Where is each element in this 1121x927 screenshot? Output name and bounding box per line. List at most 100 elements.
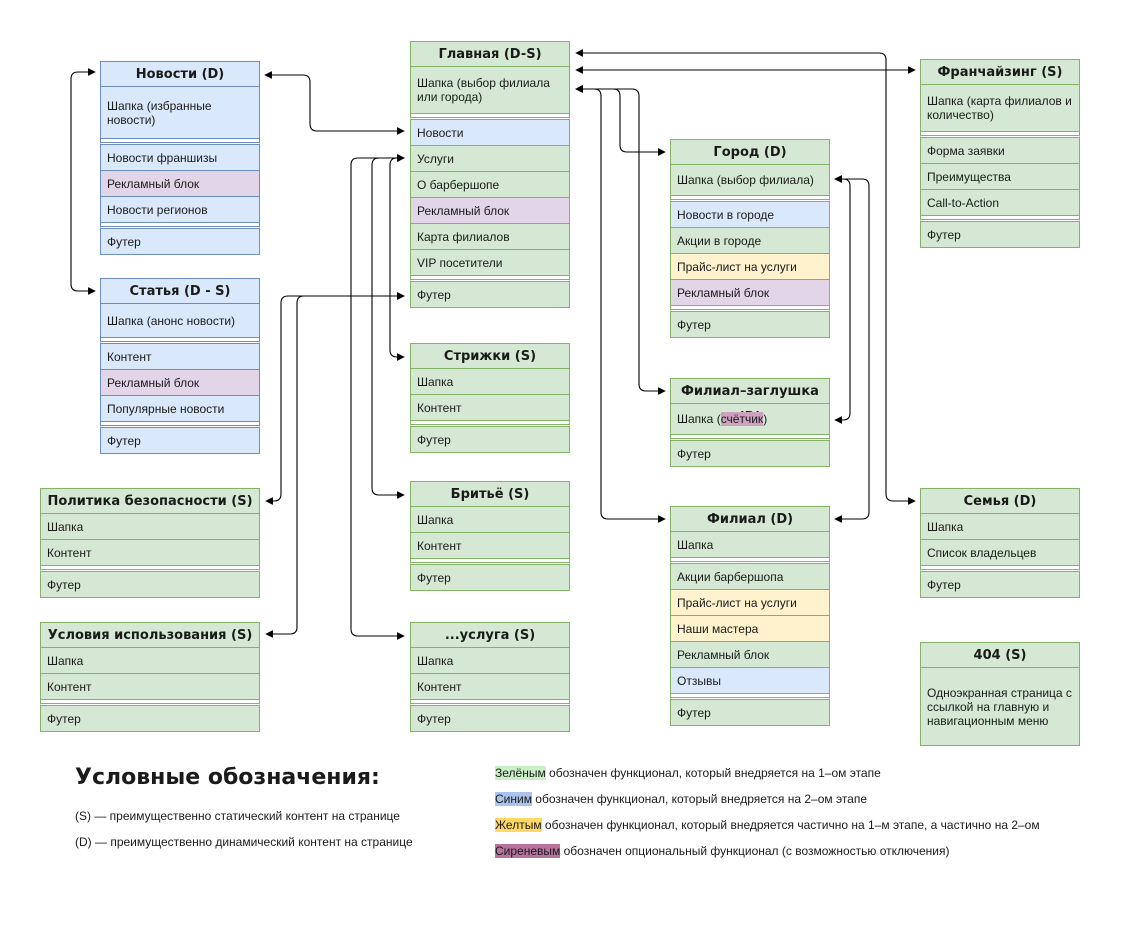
table-row: Футер (670, 312, 830, 338)
link-gorod-filial (834, 175, 870, 523)
row-text: Шапка (677, 537, 714, 552)
table-row: Рекламный блок (670, 642, 830, 668)
table-row: Футер (40, 706, 260, 732)
row-text: Шапка (карта филиалов и количество) (927, 94, 1072, 122)
row-text: Рекламный блок (107, 375, 200, 390)
table-row: Новости в городе (670, 202, 830, 228)
row-text: Контент (417, 538, 462, 553)
table-row: Шапка (избранные новости) (100, 87, 260, 139)
table-title: Статья (D - S) (100, 278, 260, 304)
table-row: Отзывы (670, 668, 830, 694)
table-row: Шапка (40, 648, 260, 674)
table-row: Шапка (анонс новости) (100, 304, 260, 338)
row-text: Шапка ( (677, 412, 721, 426)
table-row: Прайс-лист на услуги (670, 254, 830, 280)
link-main-filial (575, 85, 666, 523)
row-text: Наши мастера (677, 621, 759, 636)
row-text: Футер (47, 577, 81, 592)
table-novosti[interactable]: Новости (D)Шапка (избранные новости)Ново… (100, 61, 260, 255)
section-divider (100, 338, 260, 344)
row-text: Футер (107, 234, 141, 249)
table-row: Футер (410, 706, 570, 732)
table-title: Франчайзинг (S) (920, 59, 1080, 85)
row-text: Футер (677, 317, 711, 332)
legend-swatch-purple: Сиреневым (495, 844, 561, 858)
table-row: Шапка (410, 648, 570, 674)
table-statya[interactable]: Статья (D - S)Шапка (анонс новости) Конте… (100, 278, 260, 454)
row-text: Шапка (избранные новости) (107, 98, 212, 127)
legend-text: обозначен функционал, который внедряется… (531, 792, 868, 806)
legend-swatch-blue: Синим (495, 792, 532, 806)
section-divider (920, 132, 1080, 138)
row-text: Шапка (417, 512, 454, 527)
table-glavnaya[interactable]: Главная (D-S)Шапка (выбор филиала или го… (410, 41, 570, 308)
table-404[interactable]: 404 (S)Одноэкранная страница с ссылкой н… (920, 642, 1080, 746)
section-divider (410, 421, 570, 427)
row-text: Шапка (47, 653, 84, 668)
row-text: О барбершопе (417, 177, 500, 192)
link-news-main (264, 71, 405, 135)
row-text: Популярные новости (107, 401, 225, 416)
row-text: Рекламный блок (417, 203, 510, 218)
legend-title: Условные обозначения: (75, 765, 380, 790)
table-zaglushka[interactable]: Филиал–заглушка (D)Шапка (счётчик)Футер (670, 378, 830, 467)
row-text: Футер (927, 227, 961, 242)
table-title: Политика безопасности (S) (40, 488, 260, 514)
table-row: Рекламный блок (670, 280, 830, 306)
row-text: Новости франшизы (107, 150, 218, 165)
table-row: Футер (410, 282, 570, 308)
link-footer-politika (265, 292, 405, 505)
table-row: Новости регионов (100, 197, 260, 223)
legend-item-blue: Синим обозначен функционал, который внед… (495, 792, 867, 806)
table-row: Карта филиалов (410, 224, 570, 250)
table-row: Популярные новости (100, 396, 260, 422)
table-row: Контент (40, 540, 260, 566)
section-divider (410, 276, 570, 282)
section-divider (40, 700, 260, 706)
link-main-gorod (575, 85, 666, 156)
row-text: Прайс-лист на услуги (677, 595, 797, 610)
row-text: Рекламный блок (677, 647, 770, 662)
link-main-usluga (350, 154, 405, 640)
section-divider (410, 114, 570, 120)
section-divider (670, 435, 830, 441)
table-title: Условия использования (S) (40, 622, 260, 648)
section-divider (670, 196, 830, 202)
section-divider (920, 216, 1080, 222)
table-row: Контент (410, 533, 570, 559)
table-row: Форма заявки (920, 138, 1080, 164)
legend-static: (S) — преимущественно статический контен… (75, 809, 400, 823)
row-text: Футер (417, 432, 451, 447)
table-row: Контент (100, 344, 260, 370)
row-text: Контент (417, 400, 462, 415)
section-divider (410, 700, 570, 706)
row-text: Футер (417, 570, 451, 585)
row-text: Рекламный блок (107, 176, 200, 191)
row-text: Прайс-лист на услуги (677, 259, 797, 274)
link-main-zaglushka (575, 85, 666, 395)
table-row: Прайс-лист на услуги (670, 590, 830, 616)
table-row: Список владельцев (920, 540, 1080, 566)
section-divider (670, 558, 830, 564)
row-text: Форма заявки (927, 143, 1005, 158)
table-row: Футер (40, 572, 260, 598)
row-text: Услуги (417, 151, 454, 166)
row-text: Футер (417, 711, 451, 726)
row-text: Футер (927, 577, 961, 592)
table-row: Шапка (670, 532, 830, 558)
table-row: Шапка (920, 514, 1080, 540)
link-gorod-zaglushka (834, 175, 851, 424)
table-row: Контент (410, 674, 570, 700)
table-row: Одноэкранная страница с ссылкой на главн… (920, 668, 1080, 746)
table-gorod[interactable]: Город (D)Шапка (выбор филиала)Новости в … (670, 139, 830, 338)
row-text: Шапка (927, 519, 964, 534)
table-row: О барбершопе (410, 172, 570, 198)
table-franchayzing[interactable]: Франчайзинг (S) Шапка (карта филиалов и к… (920, 59, 1080, 248)
